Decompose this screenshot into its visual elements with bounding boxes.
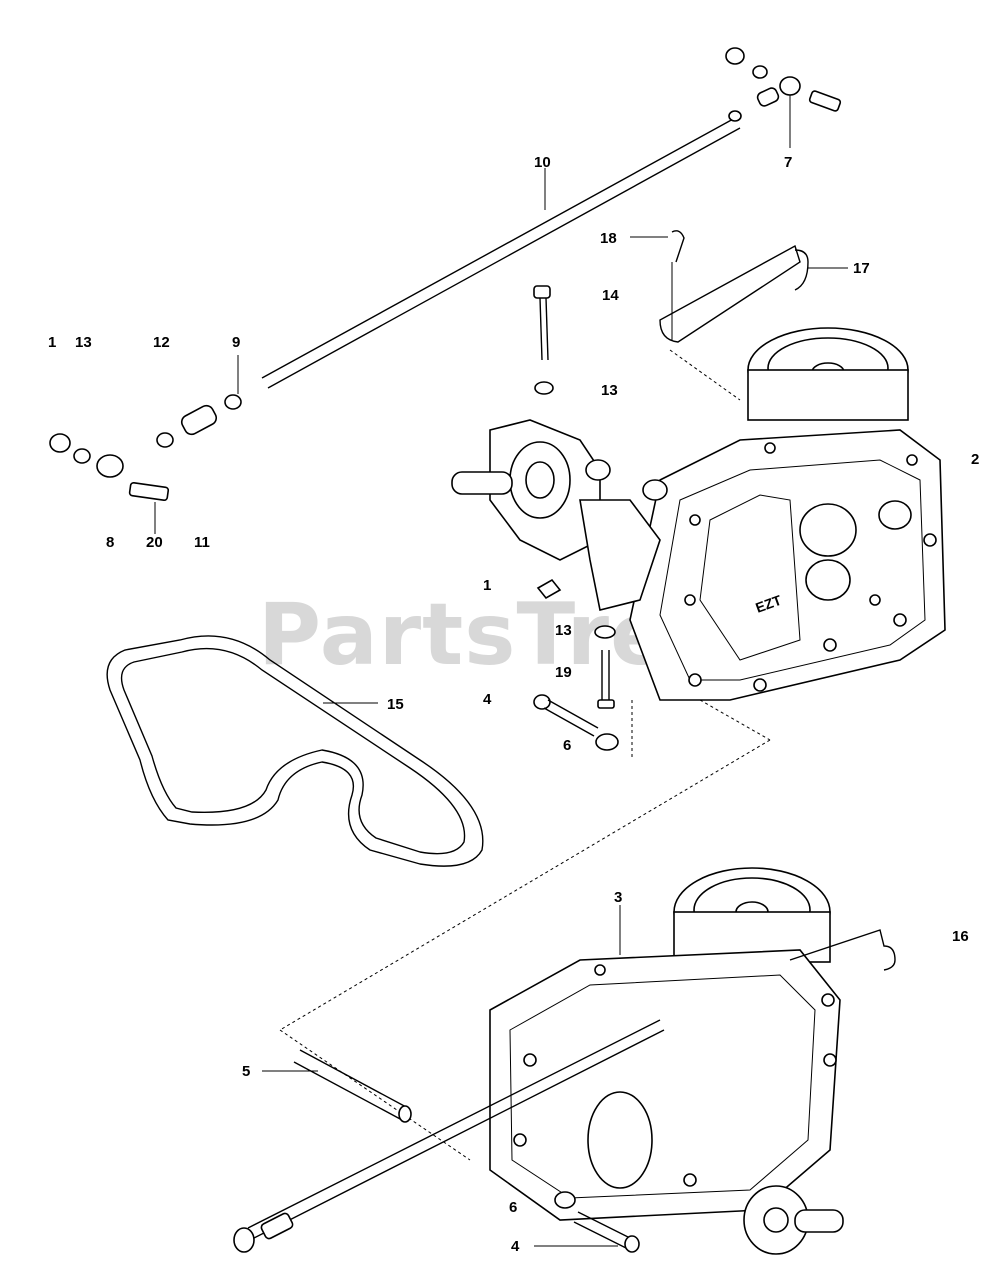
axle-shaft-part-5: [233, 1019, 665, 1253]
callout-13-middle: 13: [555, 622, 572, 639]
callout-13-right: 13: [601, 382, 618, 399]
transmission-part-3: [489, 867, 896, 1255]
callout-1-top: 1: [48, 334, 57, 351]
callout-18: 18: [600, 230, 617, 247]
callout-11: 11: [194, 534, 210, 551]
callout-9: 9: [232, 334, 241, 351]
hardware-lower: [534, 1191, 640, 1253]
drive-belt-part-15: [106, 635, 484, 867]
callout-17: 17: [853, 260, 870, 277]
callout-8: 8: [106, 534, 115, 551]
callout-10: 10: [534, 154, 551, 171]
rod-end-hardware-part-7: [725, 47, 842, 148]
callout-4-middle: 4: [483, 691, 492, 708]
rod-end-hardware-left: [49, 355, 242, 534]
callout-20: 20: [146, 534, 163, 551]
callout-2: 2: [971, 451, 980, 468]
hardware-cluster-middle: [533, 578, 771, 760]
callout-6-bottom: 6: [509, 1199, 518, 1216]
callout-13-top: 13: [75, 334, 92, 351]
callout-12: 12: [153, 334, 170, 351]
callout-7: 7: [784, 154, 793, 171]
bolt-part-14: [533, 285, 554, 395]
callout-5: 5: [242, 1063, 251, 1080]
assembly-connector-lines: [279, 739, 771, 1161]
callout-14: 14: [602, 287, 619, 304]
transmission-part-2: [451, 327, 946, 701]
control-rod-part-10: [261, 117, 741, 389]
callout-6-middle: 6: [563, 737, 572, 754]
callout-16: 16: [952, 928, 969, 945]
callout-19: 19: [555, 664, 572, 681]
callout-1-middle: 1: [483, 577, 492, 594]
callout-3: 3: [614, 889, 623, 906]
control-arm-part-17: [630, 230, 848, 401]
callout-4-bottom: 4: [511, 1238, 520, 1255]
callout-15: 15: [387, 696, 404, 713]
